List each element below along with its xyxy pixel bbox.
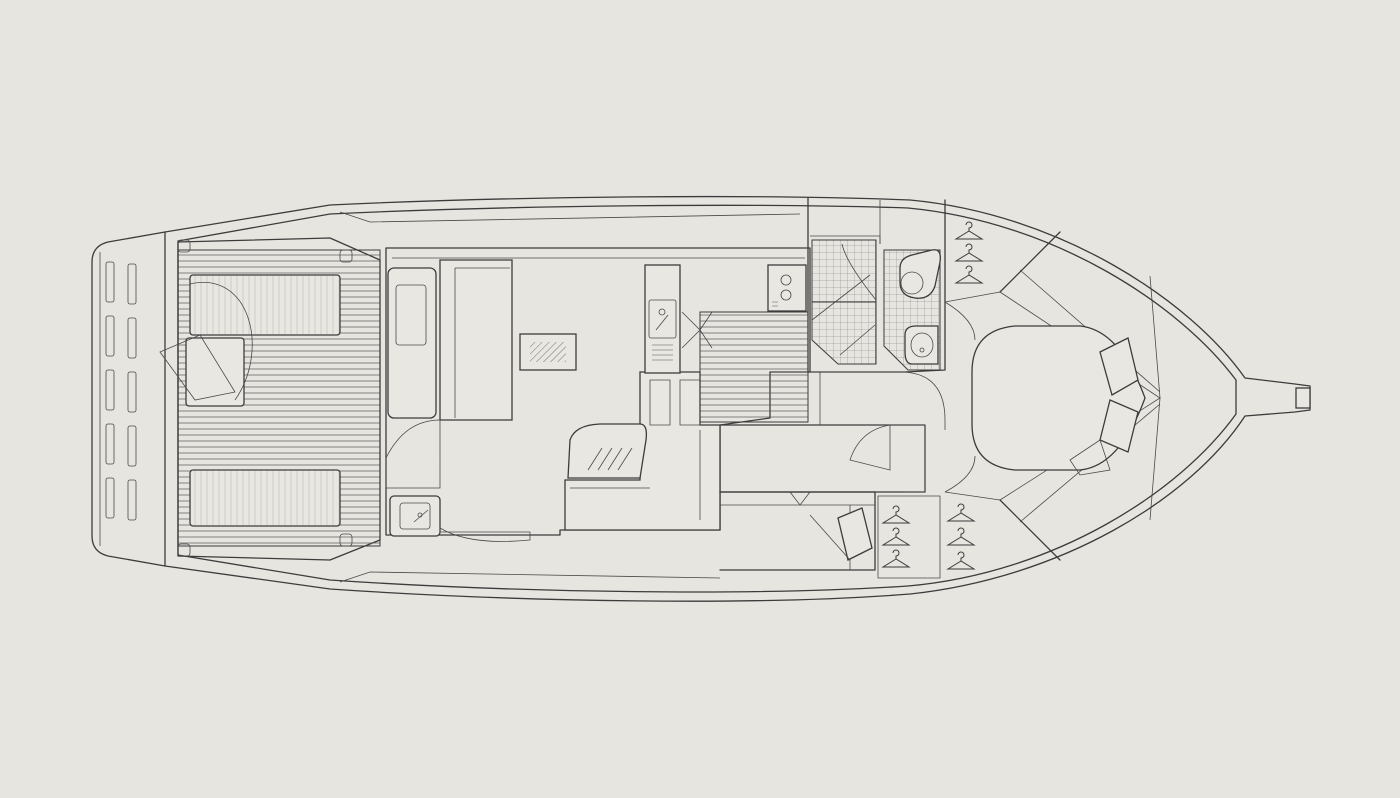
galley-counter <box>644 264 681 374</box>
forward-head-compartment <box>807 197 946 373</box>
hanger-icon <box>955 265 983 284</box>
hanger-icon <box>955 221 983 240</box>
cockpit-hatch <box>185 337 245 407</box>
cleat-icon <box>177 543 191 557</box>
hanger-icon <box>882 505 910 524</box>
hanging-locker-port-fwd <box>947 503 975 570</box>
bow-fitting <box>1295 387 1311 409</box>
settee-starboard <box>439 259 513 421</box>
cleat-icon <box>339 533 353 547</box>
hanger-icon <box>947 503 975 522</box>
cockpit-sink-icon <box>389 495 441 537</box>
stove-icon <box>767 264 807 312</box>
cockpit-seat-upper <box>189 274 341 336</box>
hanging-locker-port-aft <box>877 495 941 579</box>
hanger-icon <box>882 527 910 546</box>
washbasin-icon <box>904 325 939 365</box>
forward-cabin <box>944 231 1161 561</box>
saloon <box>385 247 811 542</box>
hanger-icon <box>947 551 975 570</box>
cockpit-seat-lower <box>189 469 341 527</box>
helm-bench <box>387 267 437 419</box>
pillow-icon <box>837 507 873 561</box>
cleat-icon <box>177 239 191 253</box>
window-icon <box>567 423 648 479</box>
hanger-icon <box>947 527 975 546</box>
galley-floor <box>681 311 809 423</box>
galley <box>644 264 809 423</box>
cockpit-deck <box>159 237 381 561</box>
sink-icon <box>648 299 677 361</box>
pillow-icon <box>1069 337 1139 476</box>
hanging-locker-starboard <box>955 221 983 284</box>
hanger-icon <box>882 549 910 568</box>
door-swing-arc <box>189 282 253 401</box>
hanger-icon <box>955 243 983 262</box>
cleat-icon <box>339 249 353 263</box>
toilet-icon <box>899 249 941 299</box>
mid-cabin <box>719 371 946 571</box>
swim-platform <box>91 231 166 567</box>
